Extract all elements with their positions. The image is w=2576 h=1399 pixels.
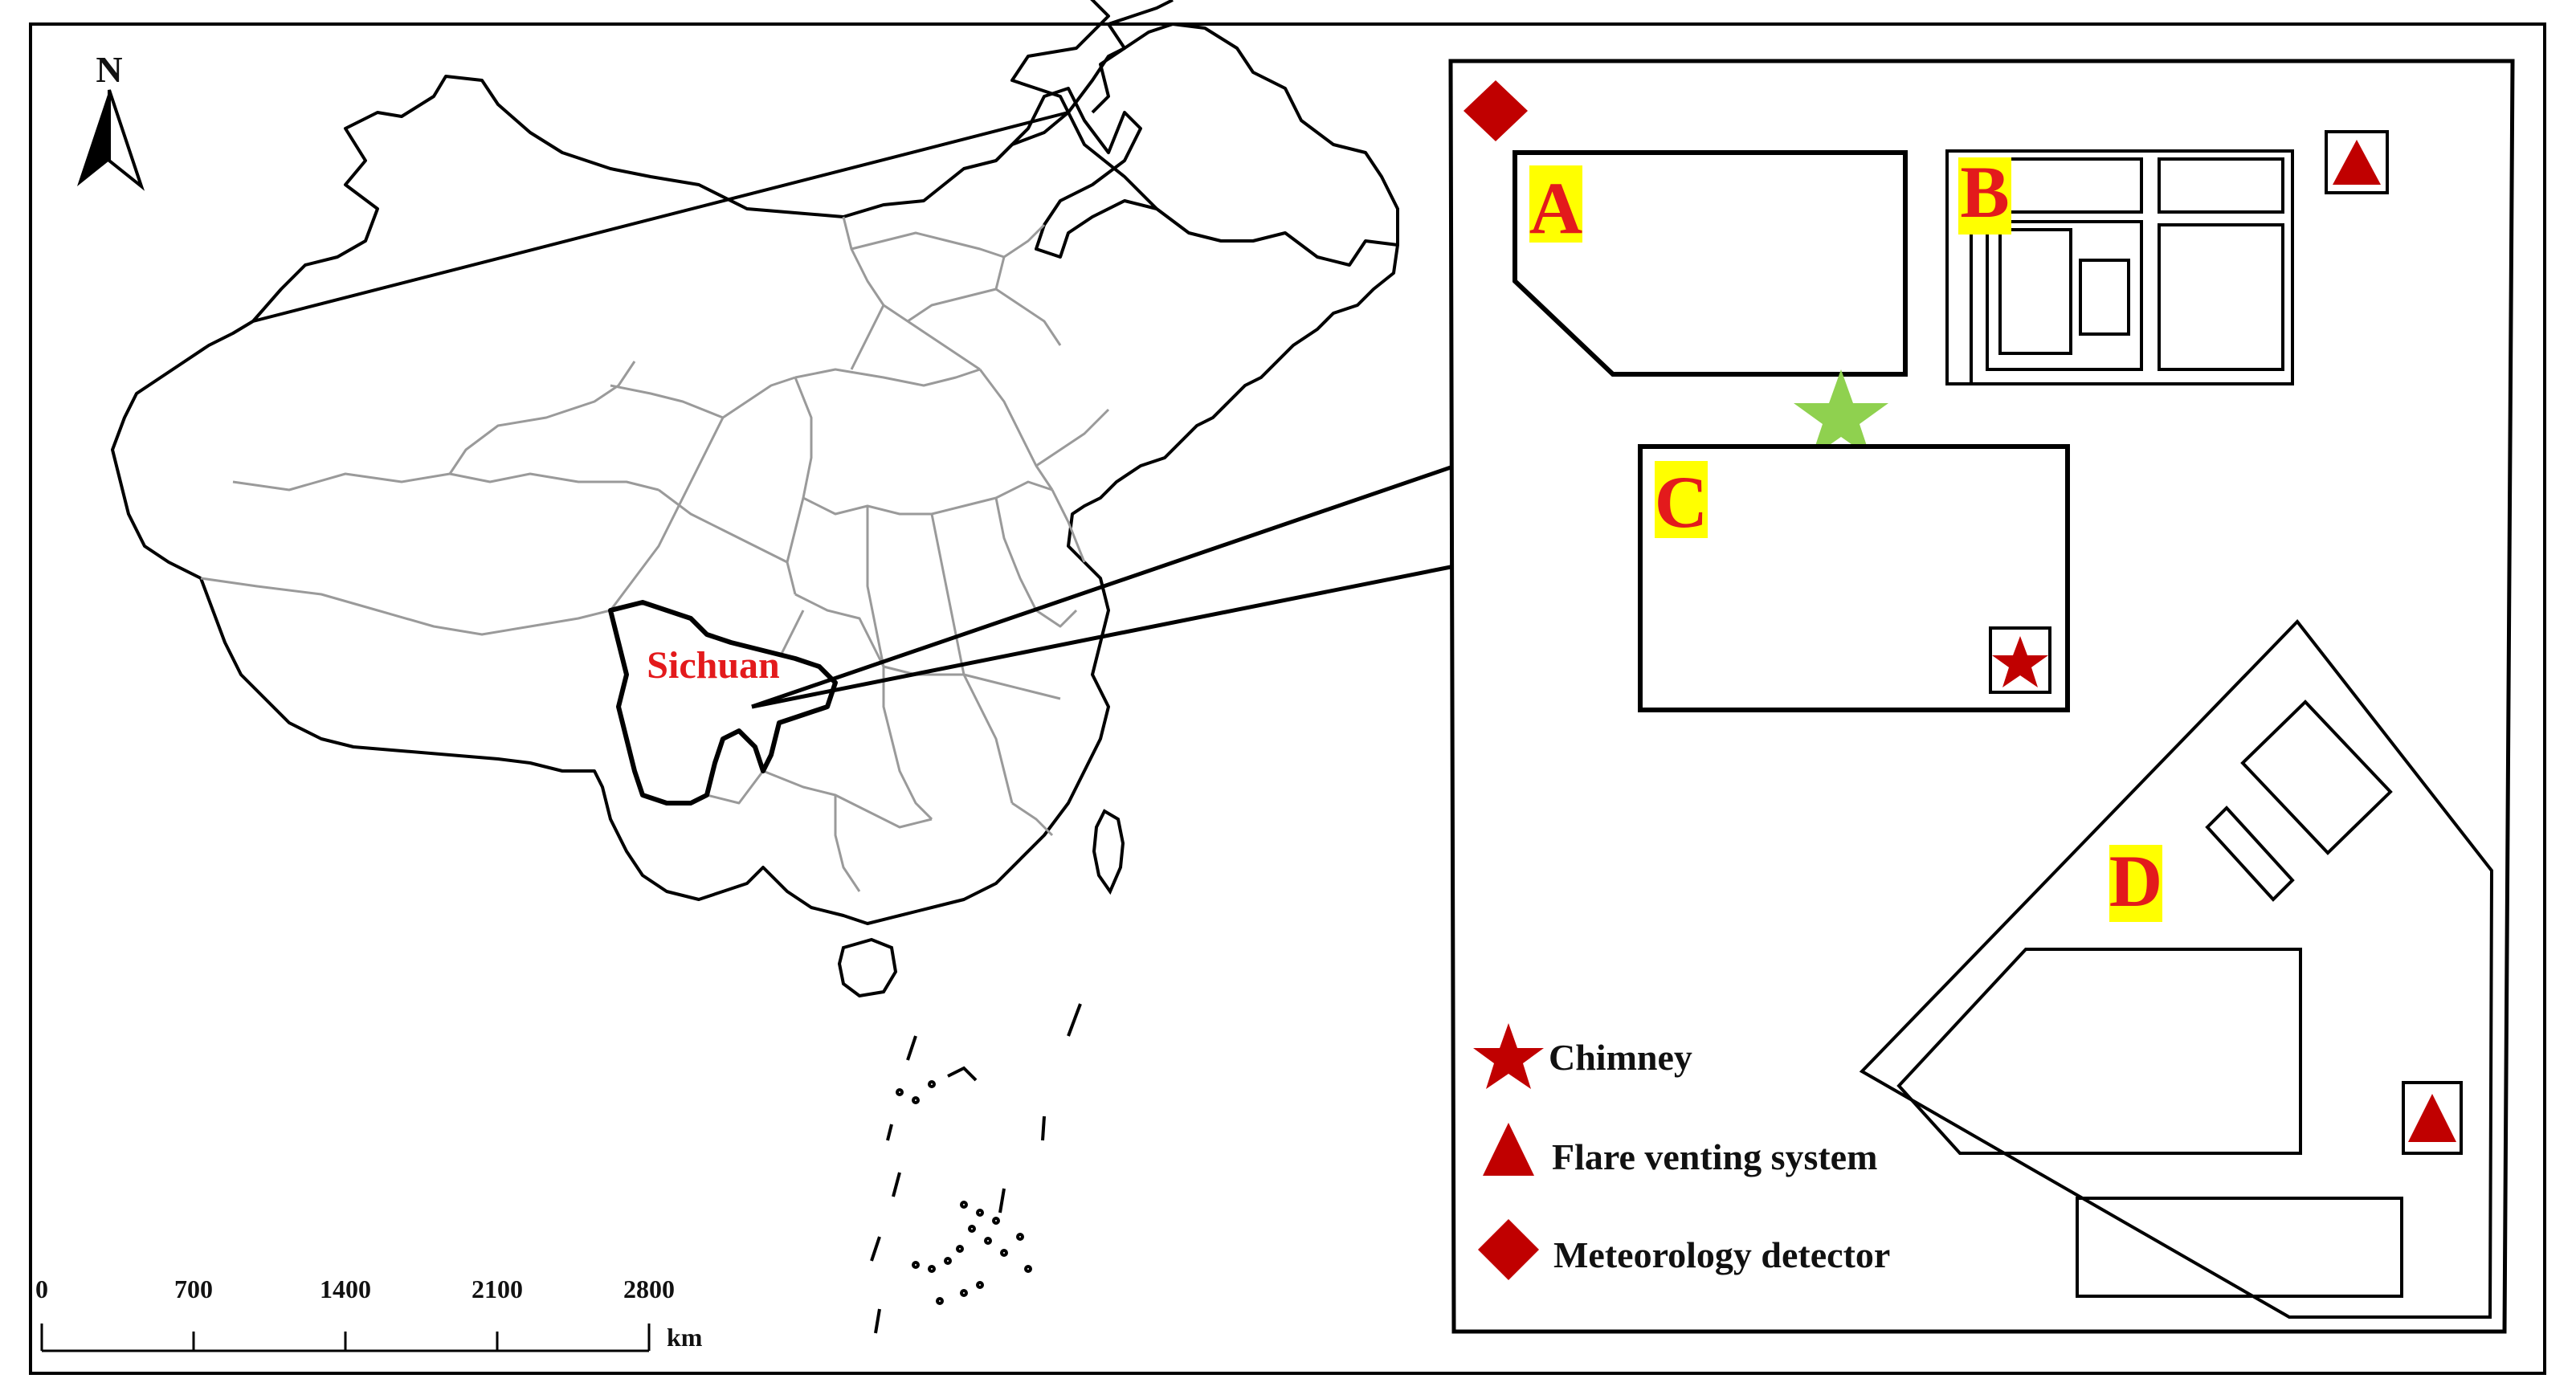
- area-c-label-bg: [1655, 461, 1708, 538]
- scale-tick-3: 2100: [472, 1275, 523, 1303]
- diamond-icon: [1464, 80, 1528, 141]
- star-icon: [1992, 636, 2048, 687]
- legend-label-meteorology: Meteorology detector: [1553, 1234, 1890, 1275]
- scale-unit: km: [667, 1323, 703, 1352]
- taiwan-outline: [1092, 809, 1125, 895]
- triangle-icon: [2333, 140, 2381, 185]
- scale-tick-1: 700: [174, 1275, 213, 1303]
- north-arrow: N: [77, 49, 145, 191]
- legend-diamond-icon: [1478, 1219, 1539, 1280]
- area-d-label-bg: [2109, 845, 2162, 922]
- area-a-label-bg: [1529, 165, 1582, 243]
- scale-tick-4: 2800: [623, 1275, 675, 1303]
- legend-label-chimney: Chimney: [1549, 1037, 1692, 1078]
- area-b-building: [1945, 149, 2294, 385]
- green-star-icon: [1794, 369, 1888, 458]
- legend-label-flare: Flare venting system: [1552, 1136, 1877, 1177]
- region-label-sichuan: Sichuan: [647, 644, 779, 687]
- area-b-label-bg: [1958, 157, 2011, 235]
- area-b-label: B: [1960, 151, 2009, 233]
- callout-line-bottom: [751, 565, 1451, 709]
- area-a-label: A: [1529, 167, 1582, 249]
- china-outline: [251, 0, 1110, 323]
- figure-frame: [29, 22, 2546, 1375]
- china-outline-main: [111, 111, 1399, 925]
- north-arrow-icon: [77, 90, 109, 186]
- site-plan: A B C: [1448, 59, 2515, 1334]
- scale-tick-2: 1400: [320, 1275, 371, 1303]
- scale-tick-0: 0: [35, 1275, 48, 1303]
- hainan-outline: [837, 937, 898, 998]
- triangle-icon: [2408, 1094, 2456, 1142]
- area-c-label: C: [1655, 461, 1708, 543]
- north-label: N: [96, 49, 122, 90]
- legend-star-icon: [1473, 1023, 1544, 1089]
- area-d-building: [1859, 618, 2494, 1319]
- sichuan-outline: [608, 600, 838, 806]
- legend: Chimney Flare venting system Meteorology…: [1473, 1023, 1890, 1280]
- china-map: N: [35, 0, 1451, 1352]
- area-a-building: [1513, 150, 1908, 377]
- area-d-label: D: [2109, 840, 2162, 922]
- south-sea-islands: [870, 1003, 1082, 1334]
- scale-bar: 0 700 1400 2100 2800 km: [35, 1275, 703, 1352]
- callout-line-top: [751, 465, 1451, 709]
- legend-triangle-icon: [1483, 1123, 1534, 1176]
- province-boundaries: [200, 216, 1110, 892]
